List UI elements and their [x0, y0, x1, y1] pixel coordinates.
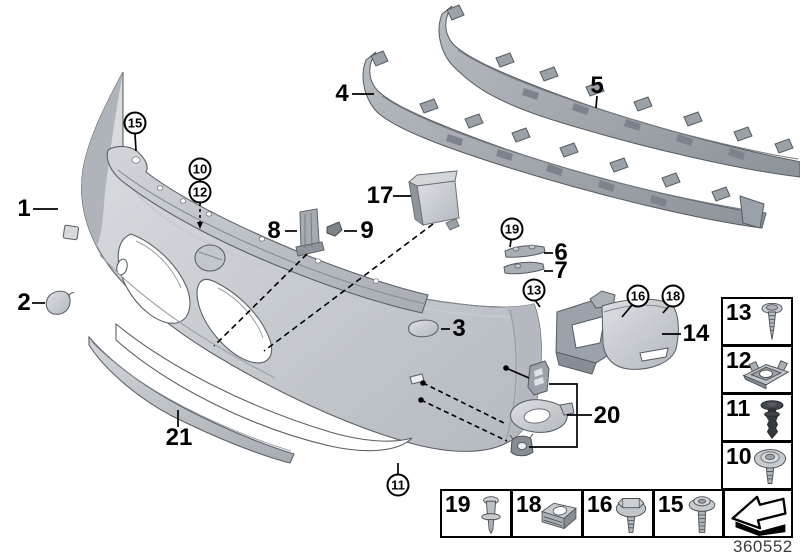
part-expanding-nut: [509, 433, 534, 457]
leader-lines-dashed: [199, 203, 508, 442]
part-guide-strip-lower: [503, 261, 545, 275]
direction-of-travel-arrow-icon: [731, 495, 787, 536]
part-carrier-lower: [362, 50, 767, 229]
legend-box-16[interactable]: 16: [582, 489, 654, 538]
legend-box-12[interactable]: 12: [721, 345, 793, 394]
part-guide-bracket: [527, 360, 550, 396]
legend-number: 18: [516, 491, 542, 517]
diagram-number: 360552: [733, 537, 793, 556]
callout-circled-11[interactable]: 11: [386, 473, 410, 497]
part-bracket: [295, 208, 325, 257]
legend-box-18[interactable]: 18: [511, 489, 583, 538]
callout-circled-10[interactable]: 10: [188, 157, 212, 181]
callout-circled-16[interactable]: 16: [626, 284, 650, 308]
legend-box-15[interactable]: 15: [653, 489, 724, 538]
callout-4[interactable]: 4: [335, 80, 349, 107]
legend-box-10[interactable]: 10: [721, 441, 793, 490]
legend-box-11[interactable]: 11: [721, 393, 793, 442]
direction-of-travel-box: [723, 489, 793, 538]
part-carrier-upper: [438, 4, 800, 178]
callout-circled-13[interactable]: 13: [522, 278, 546, 302]
tapping-screw-icon: [761, 302, 783, 340]
callout-circled-12[interactable]: 12: [188, 180, 212, 204]
callout-5[interactable]: 5: [590, 72, 604, 99]
legend-number: 10: [726, 443, 752, 469]
legend-number: 19: [445, 491, 471, 517]
callout-circled-19[interactable]: 19: [500, 217, 524, 241]
washer-screw-icon: [753, 449, 787, 484]
part-cover-box: [408, 170, 460, 231]
hex-flange-screw-icon: [615, 498, 647, 533]
legend-box-19[interactable]: 19: [440, 489, 512, 538]
cage-nut-icon: [742, 360, 790, 390]
callout-7[interactable]: 7: [554, 257, 568, 284]
expanding-rivet-icon: [760, 400, 784, 439]
callout-6[interactable]: 6: [554, 239, 568, 266]
blind-rivet-icon: [481, 496, 501, 535]
callout-20[interactable]: 20: [593, 402, 621, 429]
callout-17[interactable]: 17: [366, 182, 394, 209]
legend-number: 15: [658, 491, 684, 517]
callout-circled-18[interactable]: 18: [661, 284, 685, 308]
callout-3[interactable]: 3: [452, 315, 466, 342]
cage-nut-icon: [541, 502, 577, 530]
legend-number: 16: [587, 491, 613, 517]
callout-2[interactable]: 2: [17, 289, 31, 316]
part-support-strip: [106, 145, 429, 314]
legend-number: 12: [726, 347, 752, 373]
callout-circled-15[interactable]: 15: [123, 111, 147, 135]
leader-lines: [32, 93, 681, 474]
part-washer-cover-cap: [408, 319, 439, 338]
callout-1[interactable]: 1: [17, 195, 31, 222]
legend-box-13[interactable]: 13: [721, 297, 793, 346]
callout-8[interactable]: 8: [267, 217, 281, 244]
legend-number: 13: [726, 299, 752, 325]
part-tow-hook-cover: [45, 290, 75, 315]
part-clip: [326, 221, 343, 237]
leader-dots: [197, 222, 509, 403]
callout-9[interactable]: 9: [360, 217, 374, 244]
part-fog-light-trim: [510, 399, 575, 433]
callout-21[interactable]: 21: [165, 424, 193, 451]
part-guide-strip-upper: [504, 244, 546, 258]
legend-number: 11: [726, 395, 751, 421]
pan-head-screw-icon: [688, 496, 716, 533]
part-lower-trim-strip: [88, 335, 295, 464]
callout-14[interactable]: 14: [682, 320, 710, 347]
